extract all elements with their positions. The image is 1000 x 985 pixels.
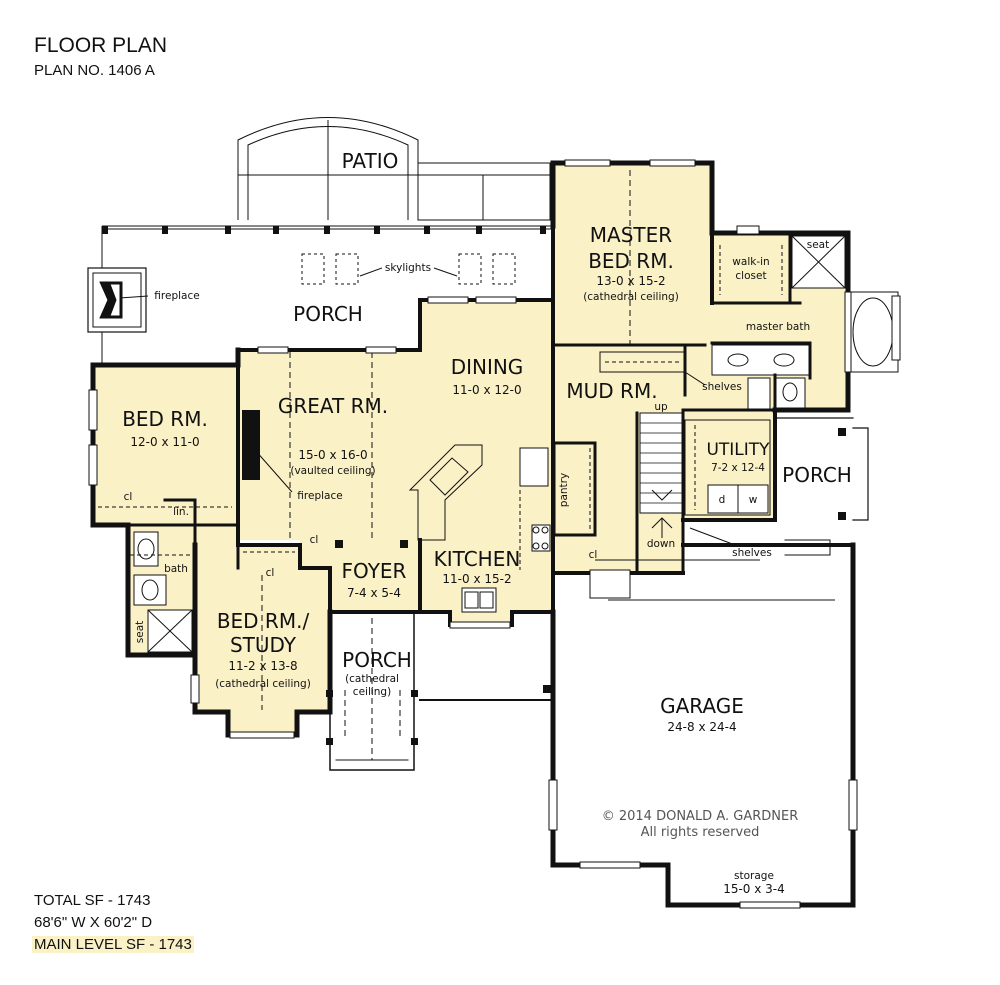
label-shelves-garage: shelves xyxy=(732,547,772,559)
label-cl-mud: cl xyxy=(589,549,598,561)
label-great-note: (vaulted ceiling) xyxy=(290,465,375,477)
label-cl-bed: cl xyxy=(124,491,133,503)
label-utility: UTILITY xyxy=(706,440,770,460)
label-porch-front: PORCH xyxy=(342,648,412,672)
label-garage-dims: 24-8 x 24-4 xyxy=(667,720,736,734)
label-foyer-dims: 7-4 x 5-4 xyxy=(347,586,401,600)
label-up: up xyxy=(654,401,668,413)
label-kitchen-dims: 11-0 x 15-2 xyxy=(442,572,511,586)
label-study-2: STUDY xyxy=(230,633,297,657)
label-bed-dims: 12-0 x 11-0 xyxy=(130,435,199,449)
label-cl-foyer: cl xyxy=(310,534,319,546)
label-dining-dims: 11-0 x 12-0 xyxy=(452,383,521,397)
label-master-note: (cathedral ceiling) xyxy=(583,291,679,303)
label-utility-dims: 7-2 x 12-4 xyxy=(711,462,765,474)
label-master-dims: 13-0 x 15-2 xyxy=(596,274,665,288)
label-bed-rm: BED RM. xyxy=(122,407,208,431)
label-storage-dims: 15-0 x 3-4 xyxy=(723,882,785,896)
total-sf: TOTAL SF - 1743 xyxy=(34,892,151,909)
label-great-rm: GREAT RM. xyxy=(278,394,388,418)
label-washer: w xyxy=(749,494,758,506)
label-fireplace-interior: fireplace xyxy=(297,490,342,502)
label-study-1: BED RM./ xyxy=(217,609,310,633)
label-shelves-mud: shelves xyxy=(702,381,742,393)
label-porch-front-note-1: (cathedral xyxy=(345,673,399,685)
label-pantry: pantry xyxy=(558,473,570,507)
label-great-dims: 15-0 x 16-0 xyxy=(298,448,367,462)
label-mud-room: MUD RM. xyxy=(566,379,657,403)
label-study-note: (cathedral ceiling) xyxy=(215,678,311,690)
label-down: down xyxy=(647,538,675,550)
overall-dimensions: 68'6" W X 60'2" D xyxy=(34,914,153,931)
rear-porch xyxy=(87,225,553,365)
label-porch-side: PORCH xyxy=(782,463,852,487)
label-fireplace-exterior: fireplace xyxy=(154,290,199,302)
label-storage: storage xyxy=(734,870,774,882)
label-garage: GARAGE xyxy=(660,694,744,718)
patio xyxy=(237,117,551,221)
label-rear-porch: PORCH xyxy=(293,302,363,326)
label-kitchen: KITCHEN xyxy=(434,547,521,571)
columns xyxy=(242,410,846,745)
label-copyright-2: All rights reserved xyxy=(641,825,760,840)
label-lin: lin. xyxy=(173,506,189,518)
label-seat-master: seat xyxy=(807,239,829,251)
label-master-bed-2: BED RM. xyxy=(588,249,674,273)
label-skylights: skylights xyxy=(385,262,431,274)
detail-lines xyxy=(98,170,899,760)
label-porch-front-note-2: ceiling) xyxy=(353,686,391,698)
label-bath: bath xyxy=(164,563,188,575)
windows xyxy=(88,159,901,909)
label-master-bath: master bath xyxy=(746,321,810,333)
room-labels: PATIO PORCH skylights fireplace MASTER B… xyxy=(122,149,852,896)
label-master-bed-1: MASTER xyxy=(590,223,672,247)
label-walkin-2: closet xyxy=(735,270,766,282)
label-seat-bath: seat xyxy=(134,621,146,643)
label-patio: PATIO xyxy=(342,149,399,173)
label-walkin-1: walk-in xyxy=(732,256,769,268)
label-study-dims: 11-2 x 13-8 xyxy=(228,659,297,673)
label-foyer: FOYER xyxy=(342,559,407,583)
label-dining: DINING xyxy=(451,355,524,379)
label-cl-study: cl xyxy=(266,567,275,579)
label-dryer: d xyxy=(719,494,726,506)
plan-title: FLOOR PLAN xyxy=(34,34,168,57)
plan-number: PLAN NO. 1406 A xyxy=(34,62,155,79)
main-level-sf: MAIN LEVEL SF - 1743 xyxy=(32,936,194,953)
label-copyright-1: © 2014 DONALD A. GARDNER xyxy=(602,809,799,824)
